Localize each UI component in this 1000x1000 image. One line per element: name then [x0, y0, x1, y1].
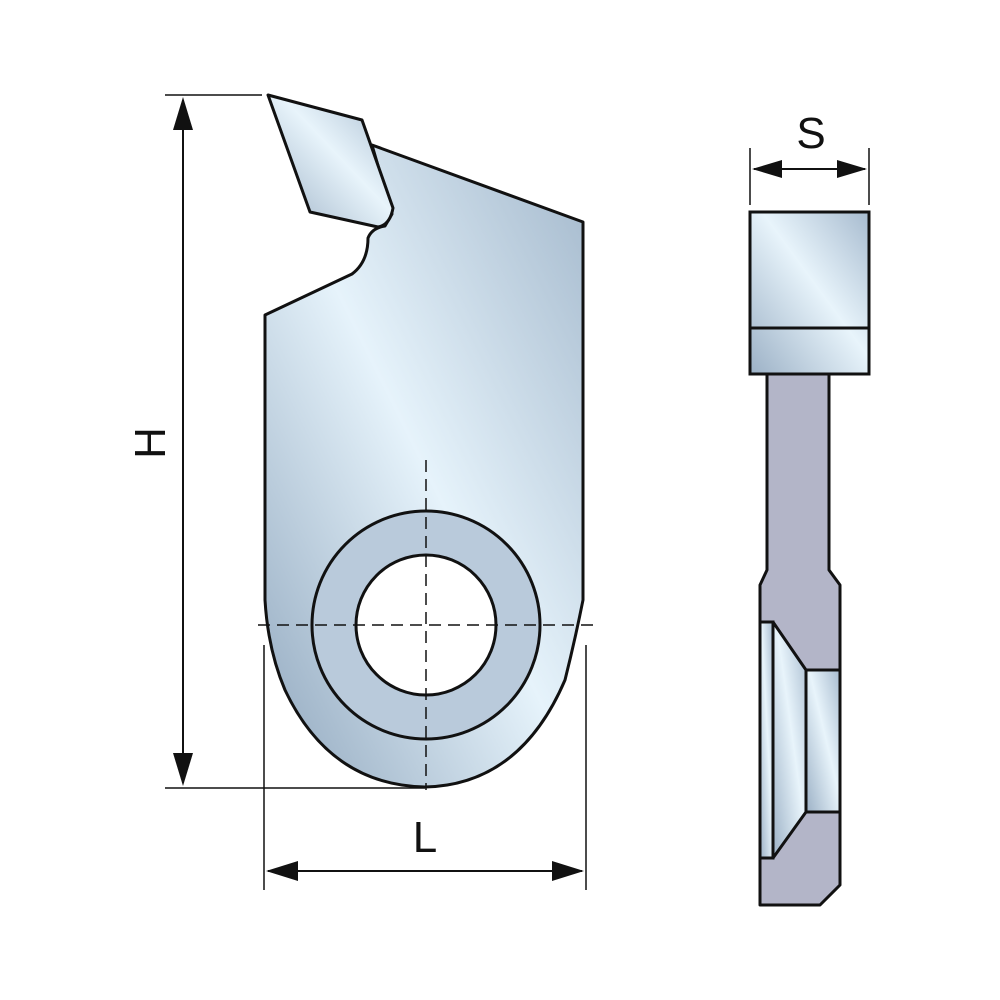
counterbore: [804, 668, 842, 814]
cutting-insert: [266, 93, 395, 229]
countersink: [758, 620, 775, 860]
height-label: H: [126, 427, 175, 459]
side-view: [748, 210, 871, 907]
height-dimension: [165, 94, 425, 789]
length-dimension: [263, 645, 587, 890]
thickness-label: S: [796, 109, 825, 158]
length-label: L: [413, 813, 437, 862]
thickness-dimension: [749, 148, 870, 205]
